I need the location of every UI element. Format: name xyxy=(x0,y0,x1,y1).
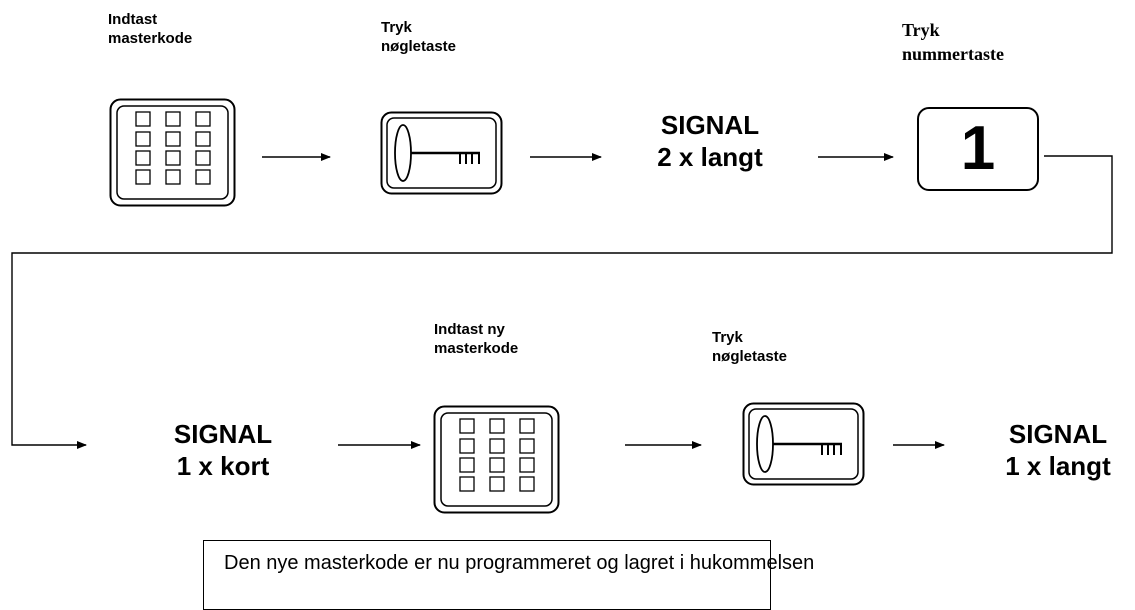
key-icon xyxy=(380,111,503,195)
signal-2x-long: SIGNAL 2 x langt xyxy=(620,109,800,173)
number-key-label: 1 xyxy=(960,114,996,183)
signal-pattern: 1 x kort xyxy=(176,451,270,481)
keypad-icon xyxy=(433,405,560,514)
keypad-icon xyxy=(109,98,236,207)
signal-1x-long: SIGNAL 1 x langt xyxy=(968,418,1135,482)
flow-connectors xyxy=(11,153,1113,449)
signal-title: SIGNAL xyxy=(1008,419,1108,449)
number-key-icon: 1 xyxy=(917,107,1039,191)
key-icon xyxy=(742,402,865,486)
signal-pattern: 2 x langt xyxy=(657,142,763,172)
signal-title: SIGNAL xyxy=(660,110,760,140)
signal-pattern: 1 x langt xyxy=(1005,451,1111,481)
connector-wrap xyxy=(11,155,1113,449)
step-label-press-number: Tryk nummertaste xyxy=(902,20,1004,64)
step-label-press-key: Tryk nøgletaste xyxy=(381,19,457,55)
signal-1x-short: SIGNAL 1 x kort xyxy=(133,418,313,482)
info-note-text: Den nye masterkode er nu programmeret og… xyxy=(224,552,815,574)
step-label-enter-mastercode: Indtast masterkode xyxy=(108,11,193,47)
signal-title: SIGNAL xyxy=(173,419,273,449)
info-note-box: Den nye masterkode er nu programmeret og… xyxy=(203,540,814,610)
step-label-press-key-2: Tryk nøgletaste xyxy=(712,329,788,365)
step-label-enter-new-mastercode: Indtast ny masterkode xyxy=(434,321,519,357)
